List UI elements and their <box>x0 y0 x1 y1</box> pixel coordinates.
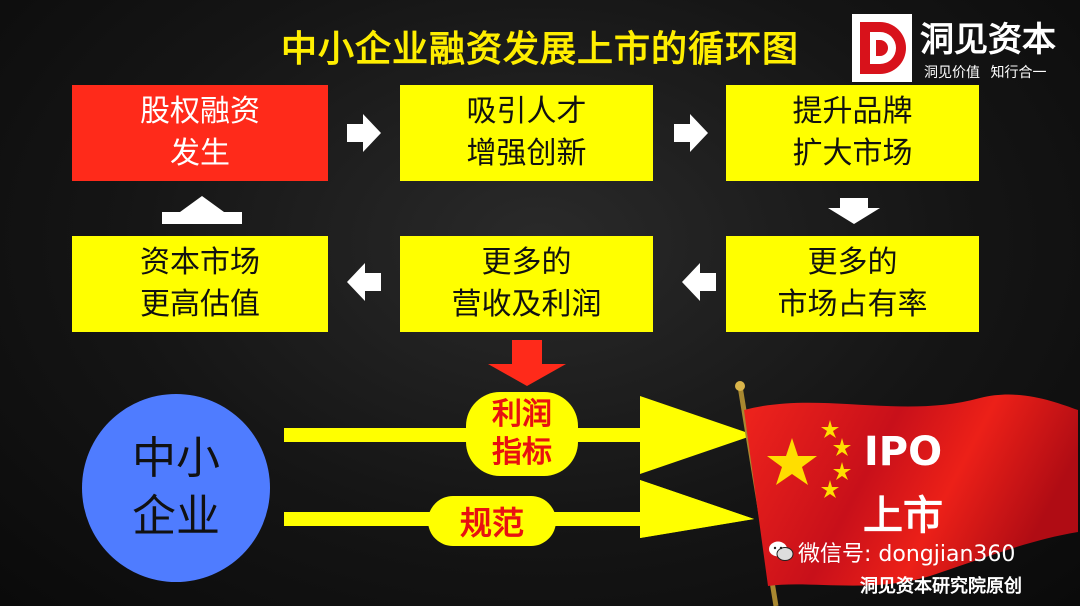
box-market-share: 更多的 市场占有率 <box>726 236 979 332</box>
box-capital-valuation: 资本市场 更高估值 <box>72 236 328 332</box>
arrow-down-icon <box>828 198 880 224</box>
brand-name: 洞见资本 <box>920 20 1056 60</box>
arrow-left-icon <box>682 263 716 301</box>
wechat-id: 微信号: dongjian360 <box>798 542 1016 567</box>
brand-logo: 洞见资本 洞见价值 知行合一 <box>852 10 1072 88</box>
arrow-left-icon <box>347 263 381 301</box>
profit-indicator-pill: 利润 指标 <box>466 392 578 476</box>
arrow-up-icon <box>162 196 242 224</box>
diagram-title: 中小企业融资发展上市的循环图 <box>280 29 799 70</box>
brand-slogan: 洞见价值 知行合一 <box>924 65 1047 81</box>
logo-d-icon <box>852 14 912 82</box>
standardization-pill: 规范 <box>428 496 556 546</box>
ipo-label: IPO 上市 <box>863 429 943 539</box>
box-brand-expansion: 提升品牌 扩大市场 <box>726 85 979 181</box>
original-credit: 洞见资本研究院原创 <box>860 576 1022 597</box>
arrow-right-icon <box>674 114 708 152</box>
arrow-down-icon <box>488 340 566 386</box>
box-revenue-profit: 更多的 营收及利润 <box>400 236 653 332</box>
company-circle: 中小 企业 <box>82 394 270 582</box>
wechat-icon <box>769 541 794 561</box>
arrow-right-icon <box>347 114 381 152</box>
box-equity-financing: 股权融资 发生 <box>72 85 328 181</box>
box-talent-innovation: 吸引人才 增强创新 <box>400 85 653 181</box>
china-flag-icon <box>735 381 1078 606</box>
